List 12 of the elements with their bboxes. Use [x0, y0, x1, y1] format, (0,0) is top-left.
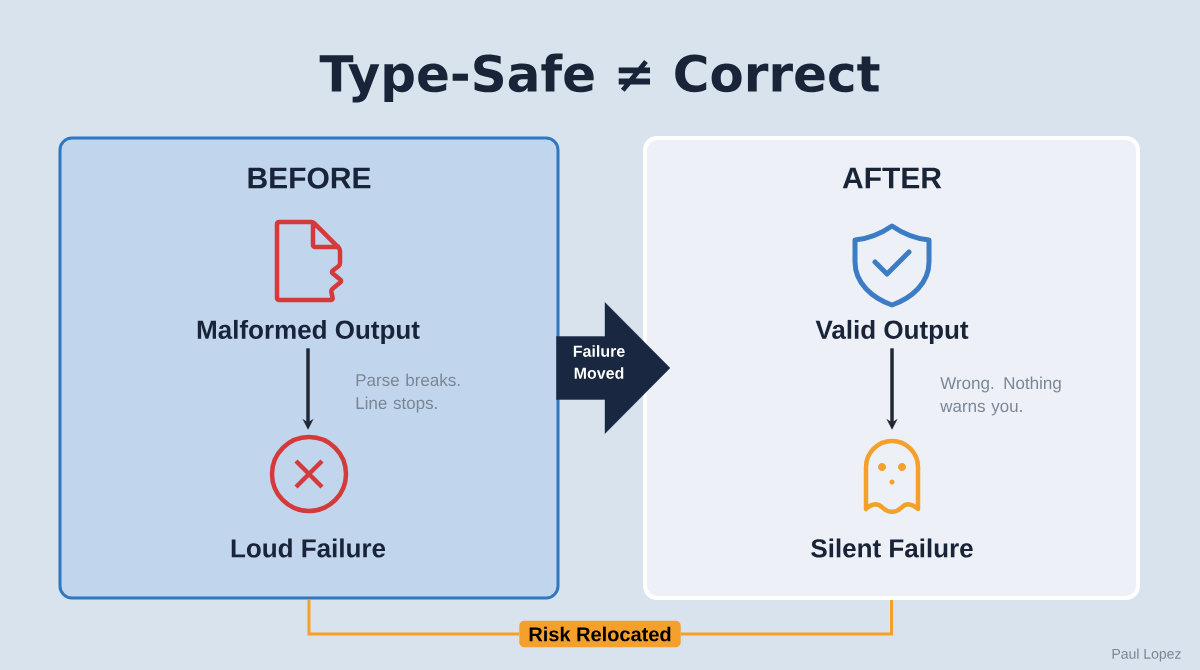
author-credit: Paul Lopez: [1112, 648, 1181, 662]
node-label: Malformed Output: [197, 319, 420, 345]
node-label: Loud Failure: [231, 538, 386, 558]
title: Type-Safe ≠ Correct: [319, 53, 880, 103]
node-label: Silent Failure: [811, 538, 973, 558]
connector-line: [680, 600, 893, 636]
edge-label: Failure Moved: [563, 344, 635, 380]
connector-line: [307, 599, 520, 636]
edge-label: Wrong. Nothing warns you.: [940, 376, 1061, 416]
tag-box: Risk Relocated: [519, 620, 681, 648]
node-label: Valid Output: [815, 319, 969, 345]
edge-label: Parse breaks. Line stops.: [356, 373, 460, 413]
